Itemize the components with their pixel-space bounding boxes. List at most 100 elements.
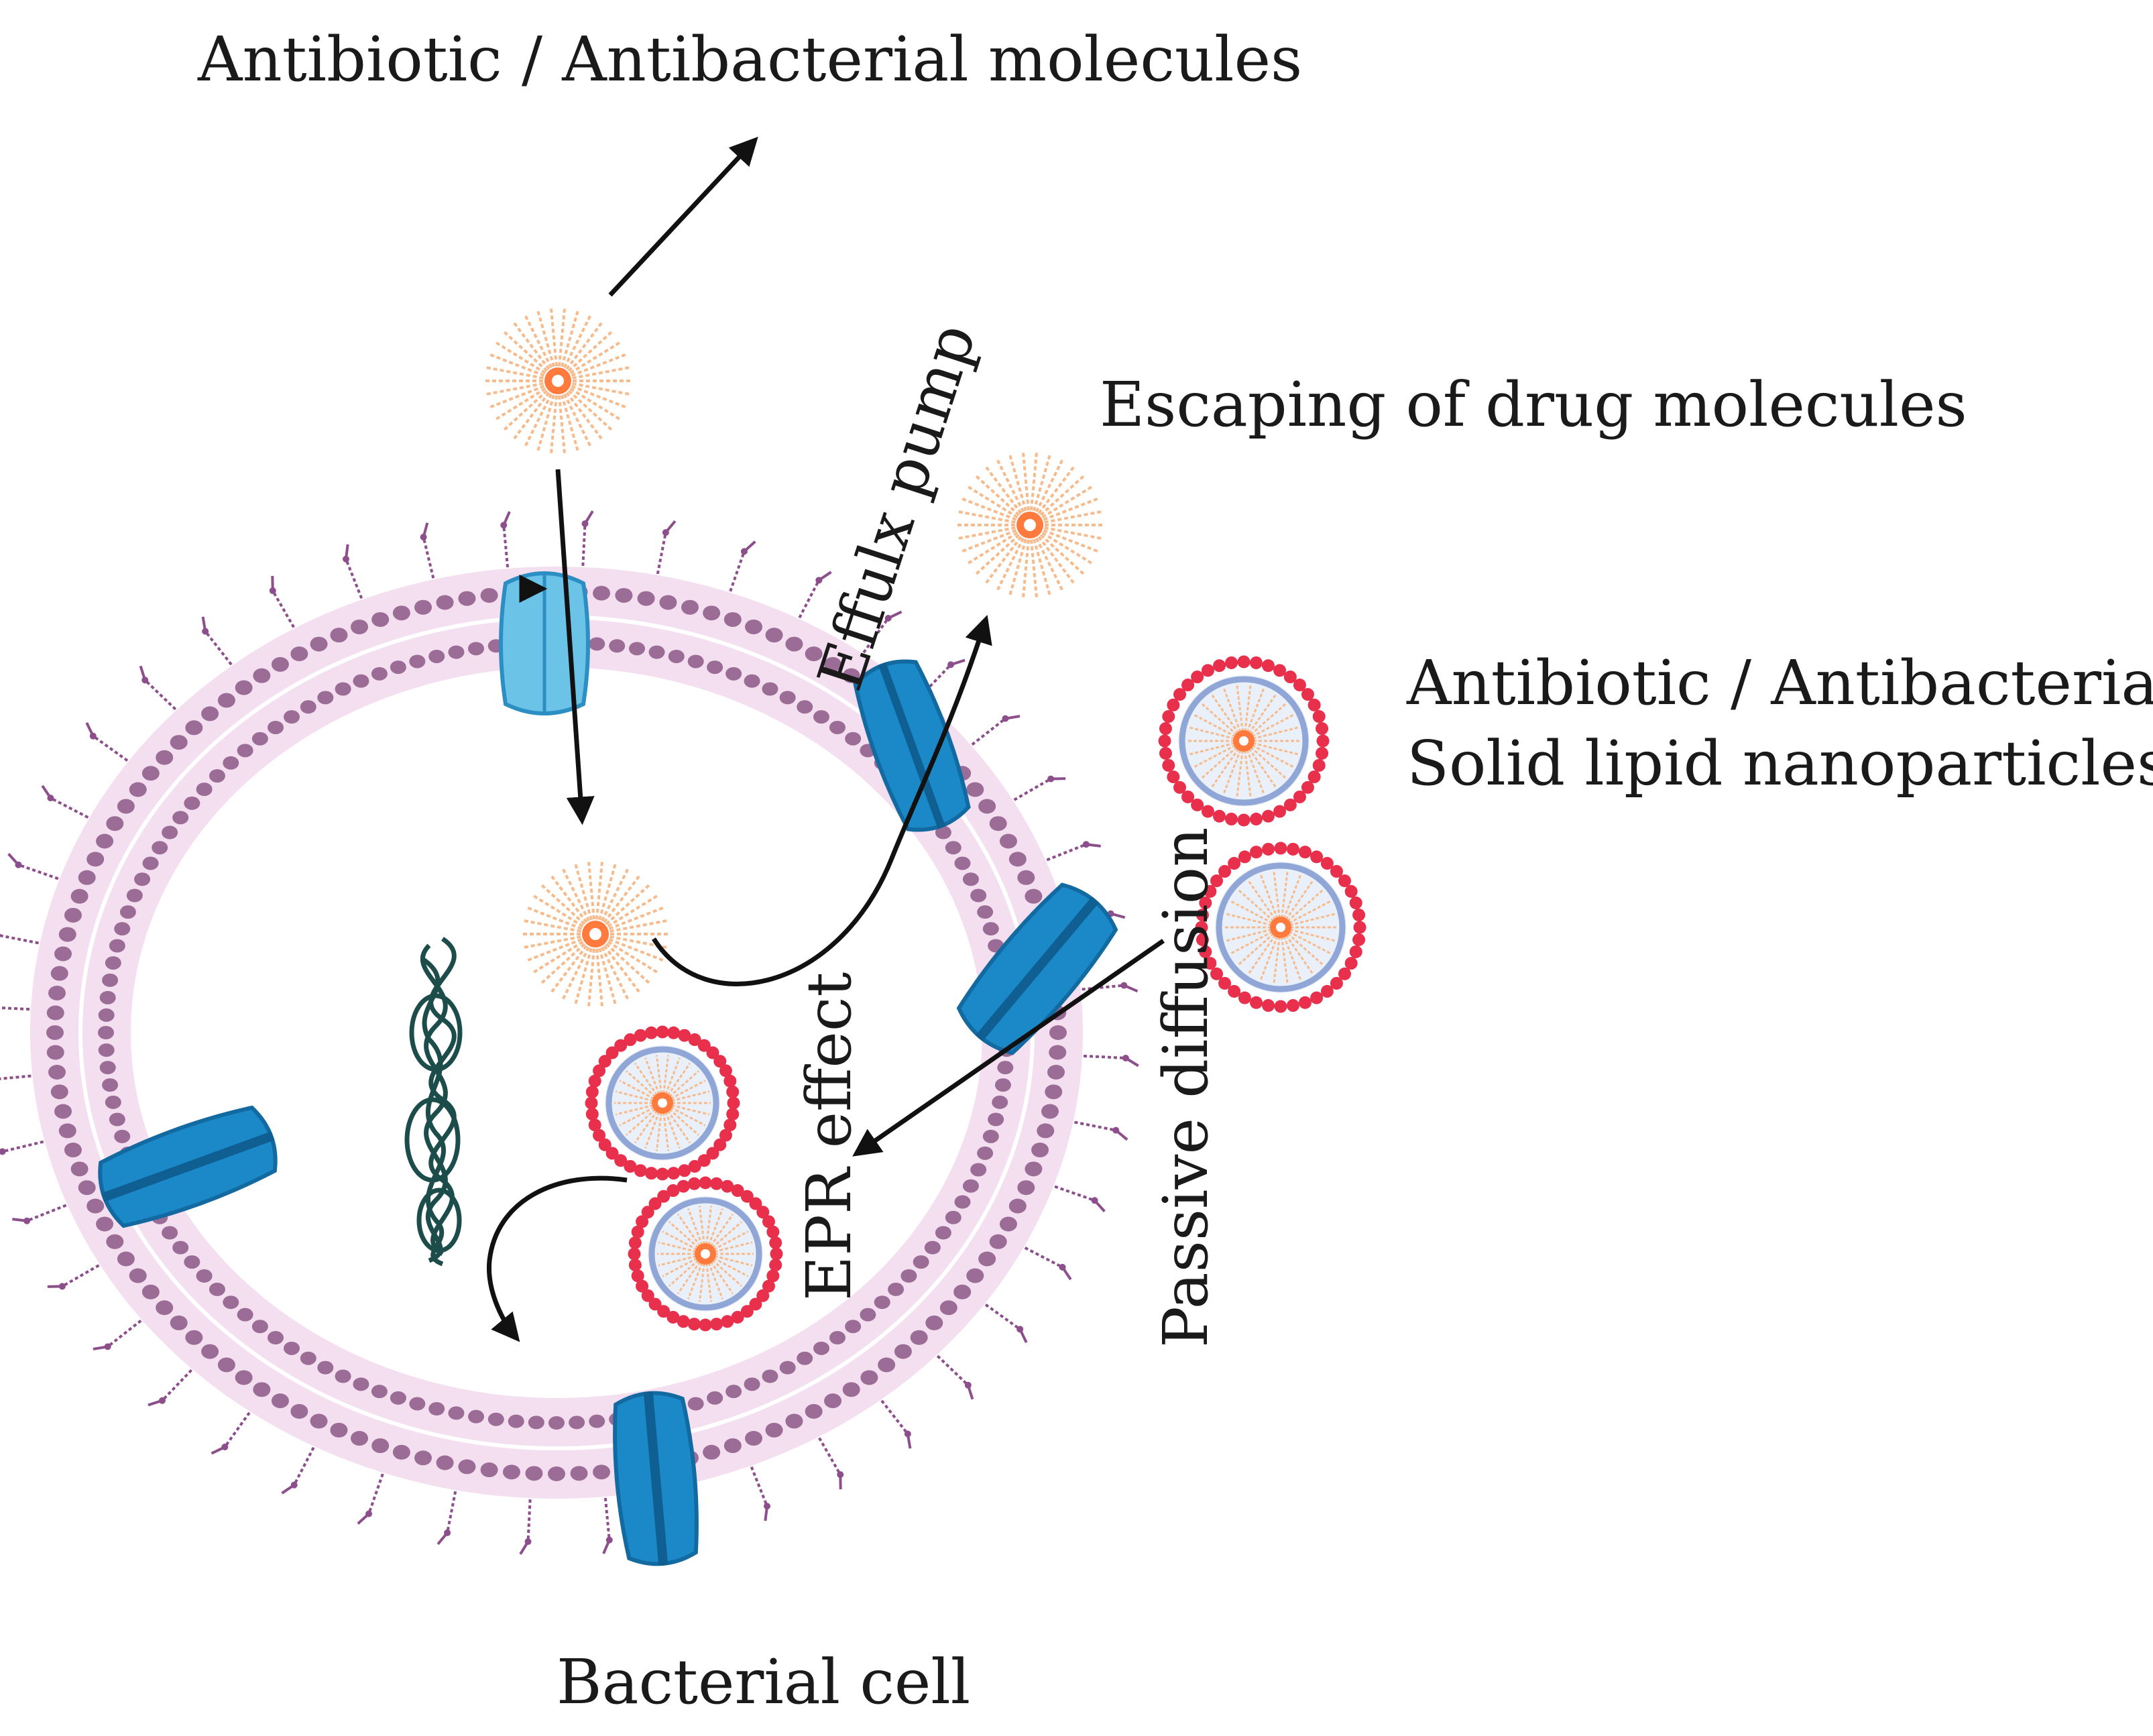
sln-bead: [710, 1177, 723, 1190]
lipid-head: [393, 1445, 410, 1460]
lipid-head: [162, 825, 178, 839]
sln-bead: [585, 1097, 598, 1110]
sln-bead: [699, 1319, 712, 1332]
lipid-head: [143, 856, 159, 870]
lipid-head: [649, 646, 665, 659]
lipid-head: [170, 735, 188, 750]
lipid-head: [745, 1431, 762, 1446]
drug-ray: [526, 394, 551, 446]
lipid-head: [54, 1104, 72, 1118]
lipid-head: [503, 1464, 520, 1479]
sln-bead: [1213, 659, 1226, 672]
lipid-head: [745, 620, 762, 634]
lipid-head: [688, 1397, 704, 1411]
lipid-head: [184, 1255, 200, 1269]
sln-bead: [589, 1118, 601, 1131]
lipid-head: [106, 1234, 123, 1249]
lipid-head: [428, 650, 445, 663]
sln-bead: [1352, 933, 1365, 946]
sln-bead: [1262, 843, 1275, 856]
sln-bead: [1350, 896, 1362, 909]
sln-bead: [723, 1075, 736, 1088]
lipid-head: [888, 1283, 904, 1296]
lipid-head: [780, 1361, 796, 1375]
lipid-head: [945, 841, 962, 854]
lipid-head: [252, 1320, 268, 1333]
lipid-head: [268, 1331, 284, 1344]
lipid-head: [911, 1330, 928, 1345]
lipid-head: [824, 1393, 841, 1408]
lipid-head: [209, 1283, 225, 1296]
sln-bead: [1250, 813, 1263, 825]
lipid-head: [724, 1438, 742, 1453]
lipid-head: [252, 732, 268, 746]
lipid-head: [142, 1285, 160, 1299]
sln-bead: [1159, 722, 1172, 735]
lipid-head: [990, 1234, 1007, 1249]
lipid-head: [170, 1316, 188, 1330]
sln-bead: [1202, 664, 1214, 677]
lipid-head: [725, 1385, 742, 1398]
drug-ray: [526, 316, 551, 367]
lipid-head: [525, 1466, 542, 1481]
sln-bead: [1345, 957, 1358, 970]
drug-ray: [962, 499, 1016, 520]
lipid-head: [390, 1391, 406, 1405]
drug-center: [589, 928, 601, 940]
lipid-head: [414, 1450, 432, 1465]
starburst-icon: [957, 453, 1102, 597]
sln-bead: [1316, 747, 1328, 760]
lipid-head: [988, 1113, 1004, 1126]
lipid-head: [609, 639, 625, 652]
lipid-head: [913, 1255, 929, 1269]
lipid-head: [668, 650, 685, 663]
lipid-head: [152, 841, 168, 854]
lipid-head: [235, 681, 253, 695]
lipid-head: [945, 1211, 962, 1224]
lipid-head: [963, 872, 979, 886]
lipid-head: [237, 744, 253, 757]
sln-bead: [1308, 699, 1321, 711]
lipid-head: [1025, 1161, 1042, 1176]
lipid-head: [437, 1456, 454, 1470]
sln-bead: [1159, 747, 1172, 760]
lipid-head: [371, 667, 388, 681]
lipid-head: [992, 1096, 1008, 1109]
lipid-head: [548, 1466, 565, 1481]
lipid-head: [805, 1404, 823, 1419]
starburst-icon: [485, 308, 630, 453]
lipid-head: [966, 783, 984, 797]
lipid-head: [120, 905, 136, 919]
sln-bead: [1213, 810, 1226, 823]
arrow-to-molecules-label: [610, 141, 754, 295]
lipid-head: [638, 591, 655, 606]
lipid-head: [978, 1251, 996, 1266]
sln-bead: [656, 1026, 669, 1039]
sln-bead: [1275, 842, 1287, 855]
sln-bead: [1228, 857, 1240, 870]
lipid-head: [134, 872, 150, 886]
lipid-head: [593, 1464, 610, 1479]
sln-bead: [645, 1027, 658, 1039]
lipid-head: [272, 657, 289, 672]
sln-bead: [1317, 735, 1330, 748]
lipid-head: [218, 693, 235, 707]
sln-bead: [1287, 999, 1299, 1012]
lipid-head: [223, 1295, 239, 1309]
lipid-head: [894, 1344, 912, 1359]
lipid-head: [481, 588, 498, 603]
lipid-head: [196, 1269, 213, 1283]
lipid-head: [390, 660, 406, 674]
lipid-head: [86, 1199, 104, 1214]
passive-diffusion-label: Passive diffusion: [1150, 827, 1222, 1348]
lipid-head: [109, 1113, 125, 1126]
sln-bead: [1273, 805, 1286, 818]
sln-bead: [678, 1164, 691, 1177]
sln-bead: [1238, 814, 1250, 827]
lipid-head: [284, 1342, 300, 1355]
sln-bead: [688, 1177, 701, 1190]
sln-bead: [634, 1029, 647, 1042]
lipid-head: [414, 600, 432, 615]
lipid-head: [59, 1123, 76, 1138]
lipid-head: [569, 1415, 585, 1429]
